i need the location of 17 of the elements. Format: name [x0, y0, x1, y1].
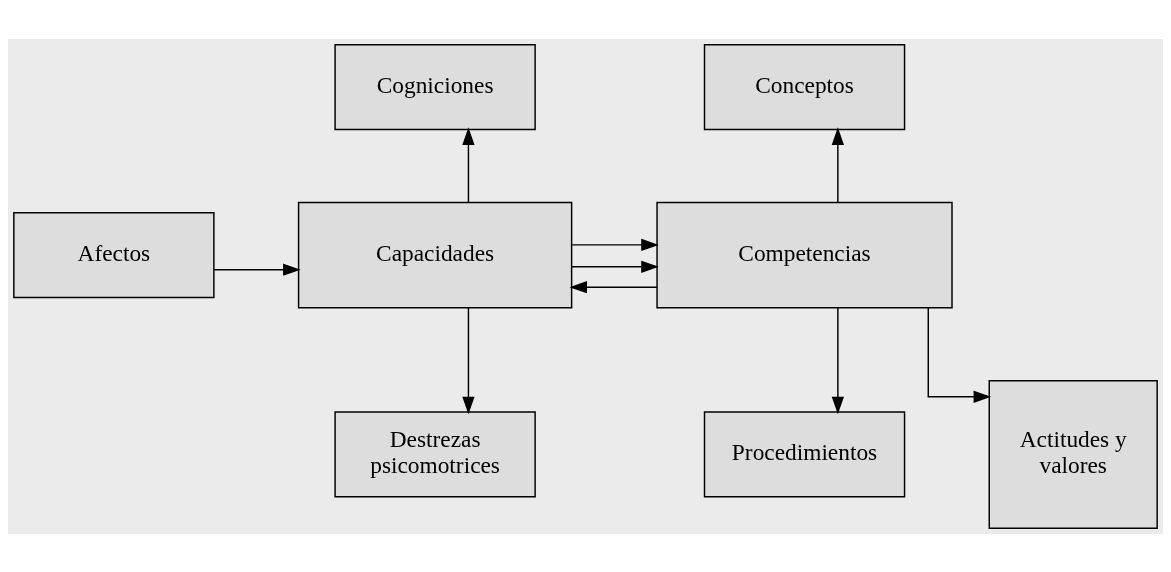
arrow	[462, 126, 475, 203]
arrow	[569, 280, 658, 293]
node-box: Destrezas psicomotrices	[334, 410, 536, 497]
arrow	[462, 306, 475, 414]
node-box: Procedimientos	[703, 410, 906, 497]
node-box: Conceptos	[703, 43, 906, 130]
node-box: Afectos	[13, 211, 215, 298]
node-box: Capacidades	[297, 201, 573, 308]
arrow	[831, 126, 844, 203]
arrow	[571, 238, 659, 251]
node-box: Cogniciones	[334, 43, 536, 130]
node-box: Competencias	[656, 201, 953, 308]
arrow	[927, 306, 992, 403]
arrow	[831, 306, 844, 414]
arrow	[571, 260, 659, 273]
node-box: Actitudes y valores	[988, 379, 1158, 529]
arrow	[213, 263, 301, 276]
